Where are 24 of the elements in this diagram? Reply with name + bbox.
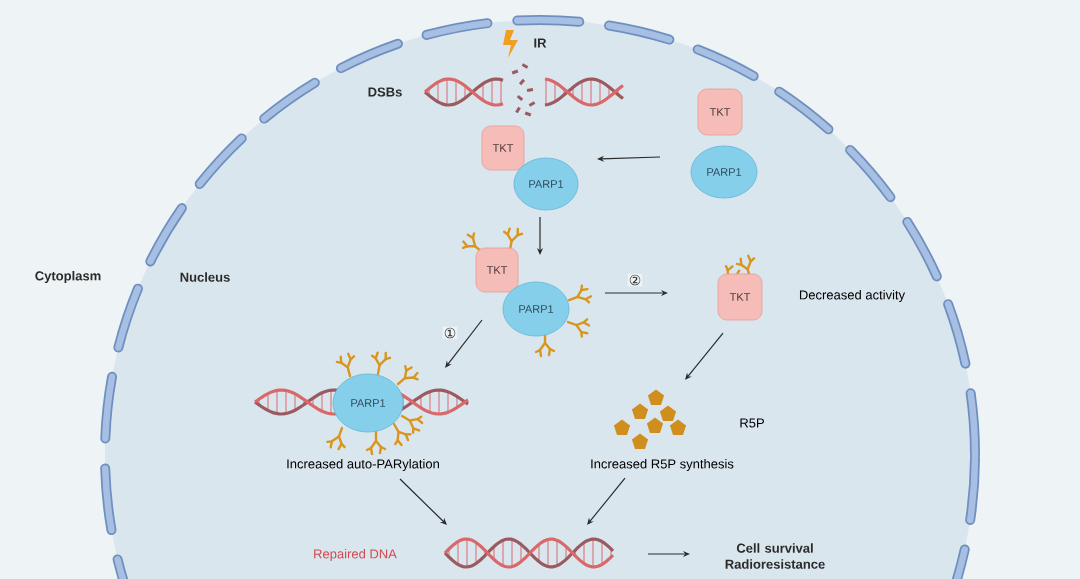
caption-text: Decreased activity	[799, 289, 906, 303]
arrow	[587, 477, 626, 525]
arrow	[445, 319, 483, 368]
parp1-protein: PARP1	[513, 157, 579, 211]
arrow	[399, 478, 447, 525]
parp1-protein: PARP1	[690, 145, 758, 199]
parp1-protein: PARP1	[502, 281, 570, 337]
caption-text: R5P	[740, 418, 764, 428]
tkt-protein: TKT	[717, 273, 763, 321]
outcome-text: Cell survival Radioresistance	[725, 543, 825, 569]
tkt-protein: TKT	[475, 247, 519, 293]
pentagon-cluster-drawing	[613, 389, 687, 449]
arrow	[685, 332, 724, 380]
caption-text: Increased R5P synthesis	[591, 458, 734, 472]
caption-text: Increased auto-PARylation	[287, 458, 439, 472]
tkt-protein: TKT	[481, 125, 525, 171]
region-label: IR	[534, 38, 547, 48]
region-label: Cytoplasm	[35, 270, 101, 284]
parp1-protein: PARP1	[332, 373, 404, 433]
region-label: Nucleus	[180, 272, 230, 282]
caption-text: Repaired DNA	[314, 548, 397, 562]
region-label: DSBs	[368, 87, 402, 97]
pentagon-cluster-drawing	[443, 537, 615, 569]
tkt-protein: TKT	[697, 88, 743, 136]
